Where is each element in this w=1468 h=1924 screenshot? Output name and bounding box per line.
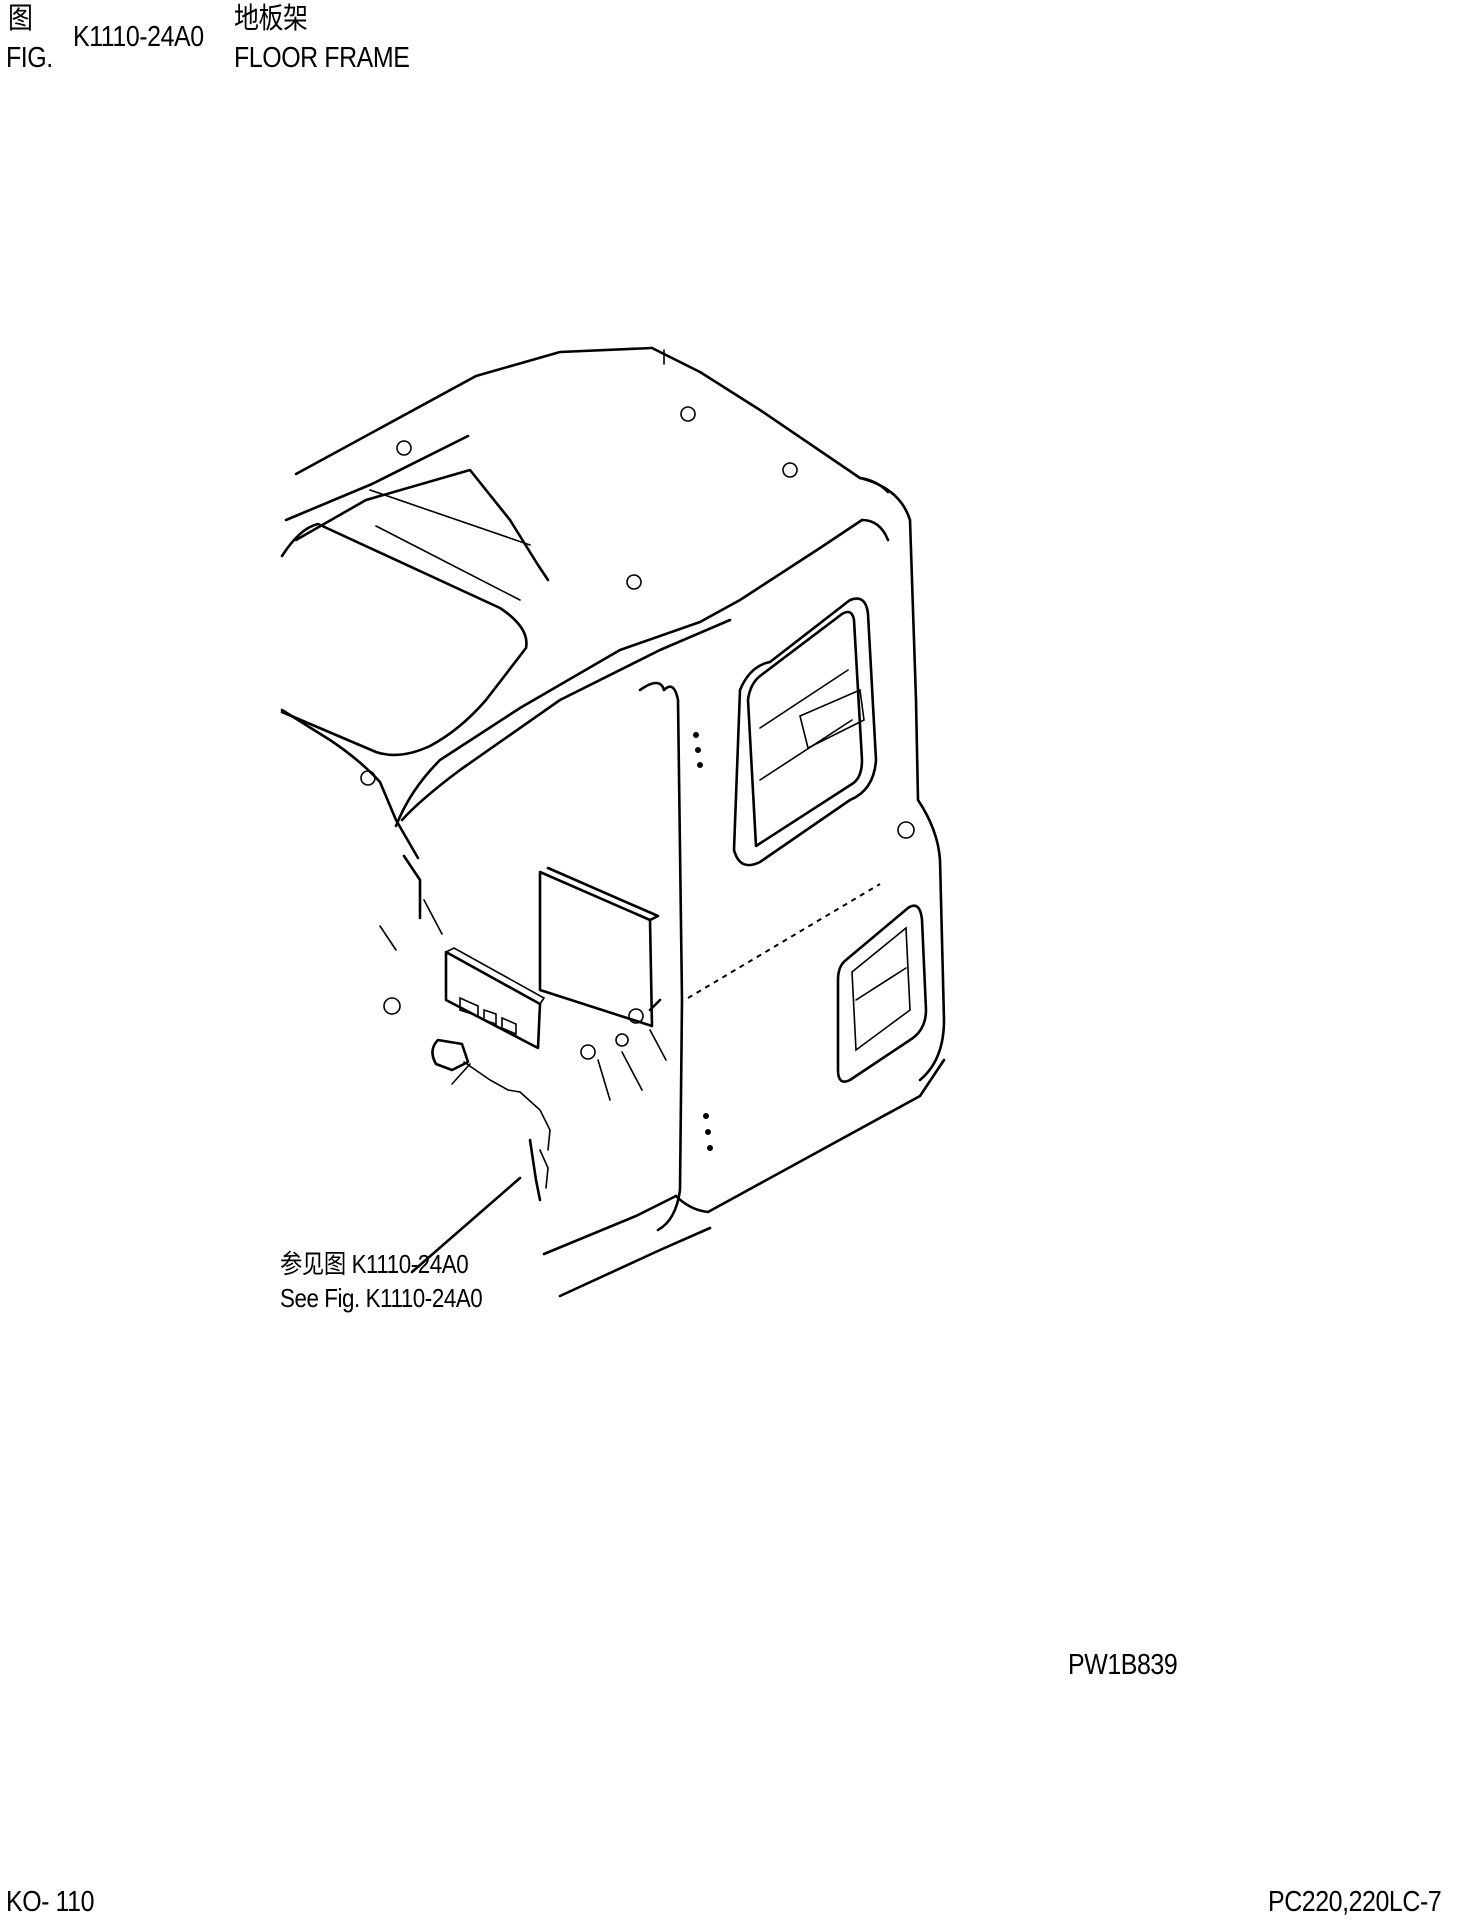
figure-number: K1110-24A0 — [73, 21, 204, 53]
page-number: KO- 110 — [6, 1886, 95, 1918]
title-cn: 地板架 — [234, 3, 308, 35]
model-number: PC220,220LC-7 — [1268, 1886, 1442, 1918]
reference-en: See Fig. K1110-24A0 — [280, 1283, 483, 1313]
title-en: FLOOR FRAME — [234, 42, 410, 74]
reference-cn: 参见图 K1110-24A0 — [280, 1249, 469, 1279]
illustration-code: PW1B839 — [1068, 1649, 1178, 1681]
fig-label-en: FIG. — [6, 42, 53, 74]
fig-label-cn: 图 — [8, 3, 33, 35]
